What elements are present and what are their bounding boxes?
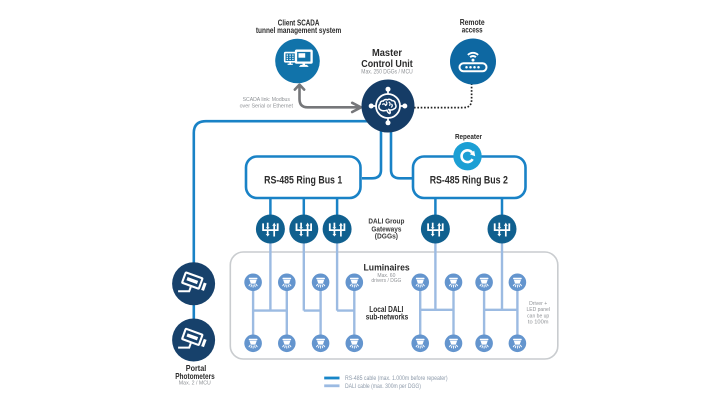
svg-text:tunnel management system: tunnel management system [256,26,341,35]
svg-text:access: access [462,26,483,35]
svg-text:Control Unit: Control Unit [361,59,413,70]
svg-text:Max. 60: Max. 60 [377,273,395,279]
svg-text:Master: Master [372,48,402,59]
svg-text:DALI Group: DALI Group [368,217,404,226]
svg-text:sub-networks: sub-networks [366,311,409,321]
svg-text:(DGGs): (DGGs) [375,232,399,241]
svg-text:Portal: Portal [186,364,207,373]
svg-text:Photometers: Photometers [175,372,215,381]
svg-text:over Serial or Ethernet: over Serial or Ethernet [240,103,294,109]
svg-text:can be up: can be up [527,313,549,319]
svg-text:to 100m: to 100m [528,319,549,325]
svg-text:DALI cable (max. 300m per DGG): DALI cable (max. 300m per DGG) [345,384,421,390]
svg-text:Remote: Remote [460,18,486,27]
svg-text:SCADA link: Modbus: SCADA link: Modbus [243,97,291,103]
svg-text:Max. 250 DGGs / MCU: Max. 250 DGGs / MCU [361,69,412,75]
svg-text:Driver +: Driver + [529,301,547,307]
svg-text:Gateways: Gateways [371,224,401,233]
svg-text:Repeater: Repeater [455,132,482,141]
svg-text:Luminaires: Luminaires [364,262,410,273]
svg-text:RS-485 cable (max. 1.000m befo: RS-485 cable (max. 1.000m before repeate… [345,376,448,382]
svg-text:Local DALI: Local DALI [369,304,403,314]
svg-text:Max. 2 / MCU: Max. 2 / MCU [179,381,211,387]
svg-text:Client SCADA: Client SCADA [278,18,320,27]
svg-text:LED panel: LED panel [526,307,550,313]
svg-text:RS-485 Ring Bus 1: RS-485 Ring Bus 1 [264,175,342,187]
svg-text:drivers / DGG: drivers / DGG [371,278,401,284]
svg-text:RS-485 Ring Bus 2: RS-485 Ring Bus 2 [430,175,508,187]
